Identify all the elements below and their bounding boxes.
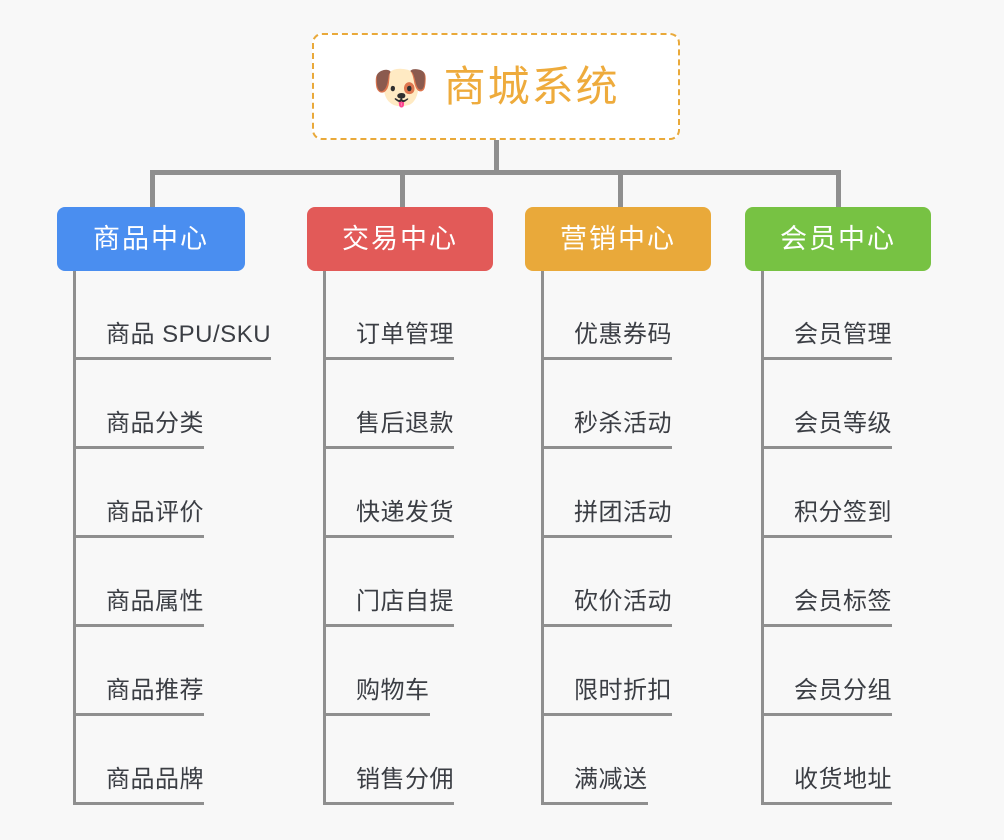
list-item[interactable]: 商品分类 [76,360,245,449]
connector-drop-marketing [618,170,623,207]
category-label: 交易中心 [342,223,458,254]
leaf-label: 收货地址 [794,768,892,805]
leaf-list-member: 会员管理 会员等级 积分签到 会员标签 会员分组 收货地址 [761,271,931,805]
connector-root-stem [494,140,499,173]
category-header-marketing[interactable]: 营销中心 [525,207,711,271]
list-item[interactable]: 商品品牌 [76,716,245,805]
connector-drop-product [150,170,155,207]
category-column-marketing: 营销中心 优惠券码 秒杀活动 拼团活动 砍价活动 限时折扣 满减送 [525,207,711,805]
leaf-label: 限时折扣 [574,679,672,716]
leaf-list-marketing: 优惠券码 秒杀活动 拼团活动 砍价活动 限时折扣 满减送 [541,271,711,805]
list-item[interactable]: 门店自提 [326,538,493,627]
list-item[interactable]: 售后退款 [326,360,493,449]
list-item[interactable]: 快递发货 [326,449,493,538]
connector-horizontal-bus [150,170,840,175]
leaf-label: 商品 SPU/SKU [106,323,272,360]
leaf-label: 会员等级 [794,412,892,449]
leaf-label: 会员管理 [794,323,892,360]
leaf-label: 商品评价 [106,501,204,538]
category-label: 营销中心 [560,223,676,254]
category-header-member[interactable]: 会员中心 [745,207,931,271]
leaf-label: 积分签到 [794,501,892,538]
leaf-label: 会员标签 [794,590,892,627]
list-item[interactable]: 拼团活动 [544,449,711,538]
list-item[interactable]: 销售分佣 [326,716,493,805]
leaf-label: 购物车 [356,679,430,716]
leaf-label: 门店自提 [356,590,454,627]
leaf-label: 优惠券码 [574,323,672,360]
list-item[interactable]: 会员标签 [764,538,931,627]
list-item[interactable]: 砍价活动 [544,538,711,627]
leaf-label: 订单管理 [356,323,454,360]
list-item[interactable]: 订单管理 [326,271,493,360]
list-item[interactable]: 秒杀活动 [544,360,711,449]
list-item[interactable]: 商品推荐 [76,627,245,716]
leaf-label: 满减送 [574,768,648,805]
category-header-product[interactable]: 商品中心 [57,207,245,271]
leaf-label: 快递发货 [356,501,454,538]
category-label: 商品中心 [93,223,209,254]
category-label: 会员中心 [780,223,896,254]
leaf-label: 砍价活动 [574,590,672,627]
root-node-shop-system[interactable]: 🐶 商城系统 [312,33,680,140]
list-item[interactable]: 满减送 [544,716,711,805]
list-item[interactable]: 积分签到 [764,449,931,538]
category-column-member: 会员中心 会员管理 会员等级 积分签到 会员标签 会员分组 收货地址 [745,207,931,805]
list-item[interactable]: 会员等级 [764,360,931,449]
leaf-label: 商品推荐 [106,679,204,716]
category-column-trade: 交易中心 订单管理 售后退款 快递发货 门店自提 购物车 销售分佣 [307,207,493,805]
leaf-label: 售后退款 [356,412,454,449]
leaf-label: 销售分佣 [356,768,454,805]
leaf-label: 会员分组 [794,679,892,716]
list-item[interactable]: 优惠券码 [544,271,711,360]
list-item[interactable]: 购物车 [326,627,493,716]
leaf-list-product: 商品 SPU/SKU 商品分类 商品评价 商品属性 商品推荐 商品品牌 [73,271,272,805]
category-header-trade[interactable]: 交易中心 [307,207,493,271]
list-item[interactable]: 收货地址 [764,716,931,805]
list-item[interactable]: 限时折扣 [544,627,711,716]
category-column-product: 商品中心 商品 SPU/SKU 商品分类 商品评价 商品属性 商品推荐 商品品牌 [57,207,272,805]
leaf-label: 商品分类 [106,412,204,449]
leaf-list-trade: 订单管理 售后退款 快递发货 门店自提 购物车 销售分佣 [323,271,493,805]
leaf-label: 商品属性 [106,590,204,627]
leaf-label: 拼团活动 [574,501,672,538]
list-item[interactable]: 商品属性 [76,538,245,627]
connector-drop-member [836,170,841,207]
list-item[interactable]: 会员分组 [764,627,931,716]
leaf-label: 商品品牌 [106,768,204,805]
list-item[interactable]: 商品 SPU/SKU [76,271,272,360]
leaf-label: 秒杀活动 [574,412,672,449]
list-item[interactable]: 会员管理 [764,271,931,360]
list-item[interactable]: 商品评价 [76,449,245,538]
connector-drop-trade [400,170,405,207]
root-node-label: 商城系统 [443,62,620,110]
shiba-dog-face-icon: 🐶 [372,60,430,113]
